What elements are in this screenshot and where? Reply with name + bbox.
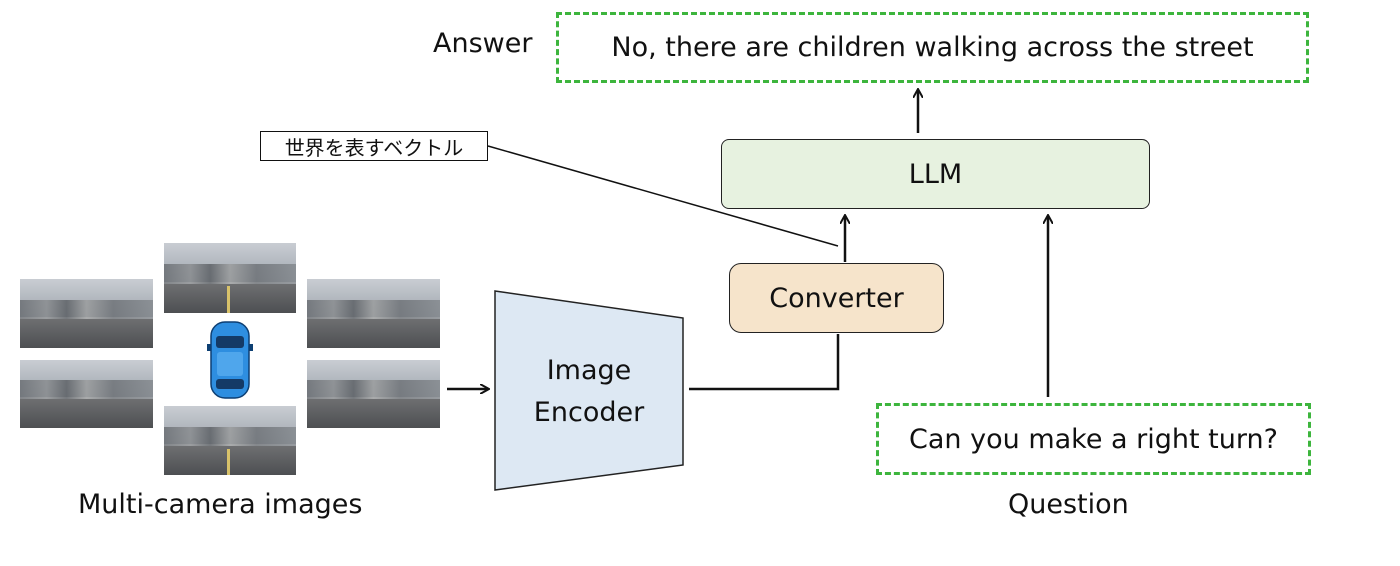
image-encoder-label-line1: Image [546,355,632,386]
camera-image-front [164,243,296,313]
question-text: Can you make a right turn? [909,423,1278,455]
camera-image-back-right [307,360,440,428]
connector-encoder-to-converter [689,334,840,391]
question-label: Question [1008,489,1129,520]
answer-text: No, there are children walking across th… [611,32,1254,63]
camera-image-back [164,406,296,475]
image-encoder-label: Image Encoder [495,350,683,434]
question-box: Can you make a right turn? [876,403,1311,475]
converter-box: Converter [729,263,944,333]
world-vector-callout-text: 世界を表すベクトル [284,135,464,160]
answer-label: Answer [433,28,533,59]
image-encoder-shape [494,290,684,491]
image-encoder-label-line2: Encoder [533,397,645,428]
world-vector-callout: 世界を表すベクトル [260,131,488,161]
camera-image-back-left [20,360,153,428]
camera-image-front-right [307,279,440,348]
car-icon [207,321,253,399]
answer-box: No, there are children walking across th… [556,12,1309,83]
llm-box: LLM [721,139,1150,209]
camera-image-front-left [20,279,153,348]
multi-camera-images-label: Multi-camera images [78,489,363,520]
callout-leader-line [487,145,839,247]
llm-label: LLM [908,158,963,190]
converter-label: Converter [769,282,904,314]
